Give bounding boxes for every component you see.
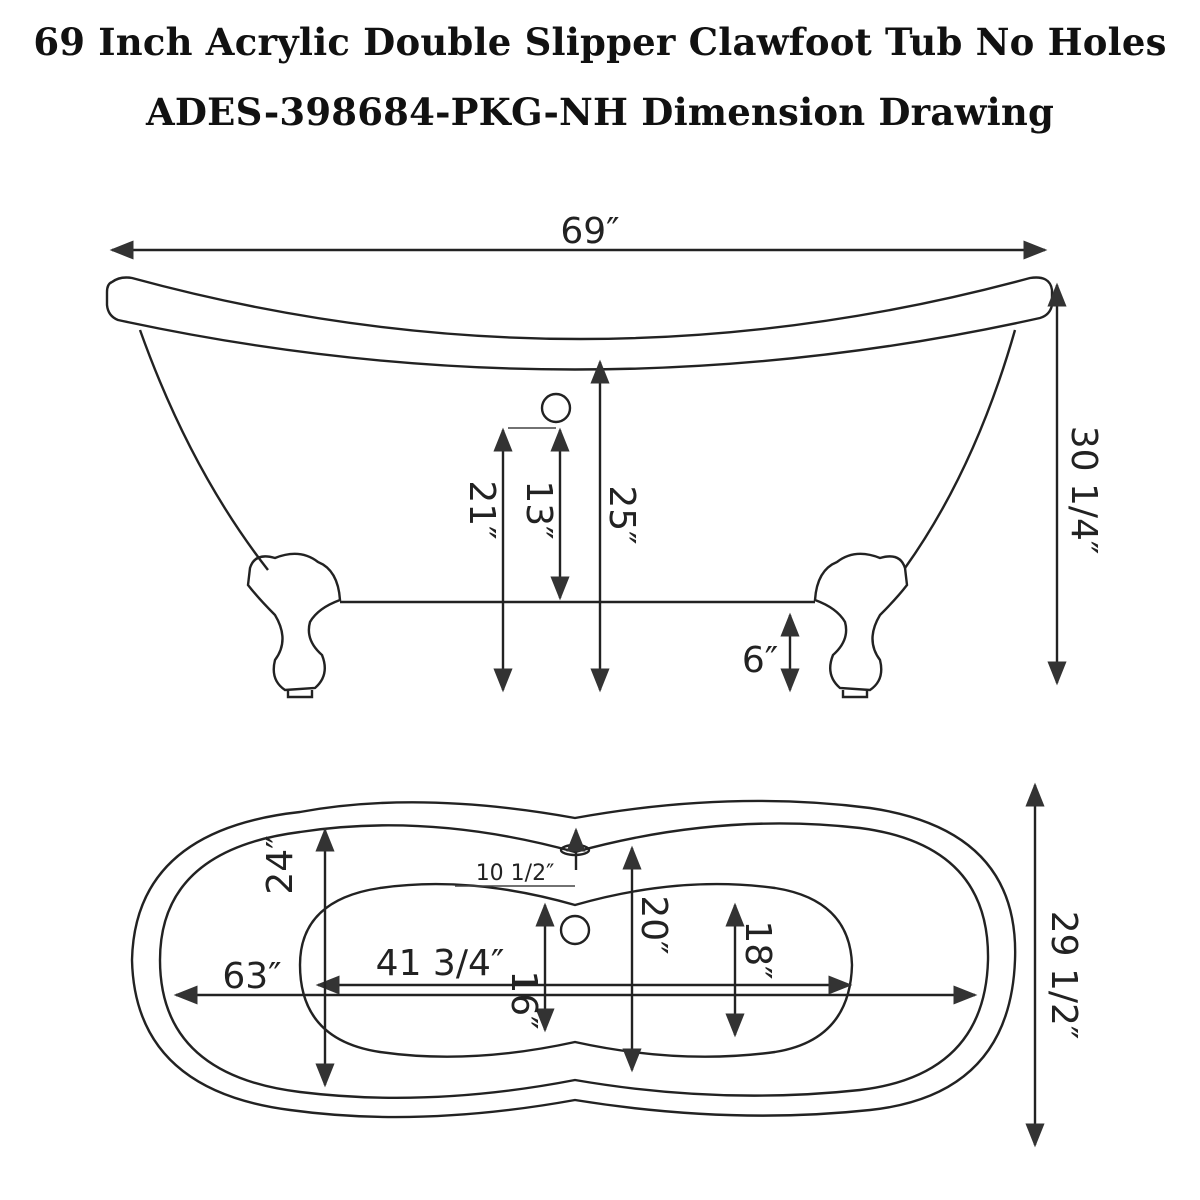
label-inner-width-end: 18″ xyxy=(737,920,778,979)
side-view: 69″ 21″ 13″ 25″ 6″ 30 1/4″ xyxy=(105,211,1104,699)
label-inner-length: 41 3/4″ xyxy=(376,943,505,984)
title-line-2: ADES-398684-PKG-NH Dimension Drawing xyxy=(145,90,1055,134)
label-height: 30 1/4″ xyxy=(1063,426,1104,555)
top-view: 63″ 41 3/4″ 24″ 10 1/2″ 16″ 20″ 18″ 29 1… xyxy=(130,782,1084,1148)
label-drain-offset: 16″ xyxy=(503,970,544,1029)
label-overall-width: 29 1/2″ xyxy=(1043,911,1084,1040)
label-outer-length: 63″ xyxy=(222,956,281,997)
label-length: 69″ xyxy=(560,211,619,252)
overflow-icon xyxy=(540,392,572,424)
label-inner-width-center: 20″ xyxy=(633,895,674,954)
tub-outline-outer xyxy=(130,799,1017,1119)
label-overflow-bottom: 13″ xyxy=(518,480,559,539)
label-rim-width: 24″ xyxy=(260,835,301,894)
clawfoot-right xyxy=(813,552,909,699)
title-line-1: 69 Inch Acrylic Double Slipper Clawfoot … xyxy=(33,20,1167,64)
label-rim-height: 25″ xyxy=(601,485,642,544)
tub-body-right xyxy=(904,329,1017,569)
label-clearance: 6″ xyxy=(742,640,778,681)
tub-body-left xyxy=(138,329,269,571)
tub-rim xyxy=(105,276,1054,371)
drain-icon xyxy=(559,914,591,946)
clawfoot-left xyxy=(246,552,342,699)
tub-outline-rim xyxy=(158,822,990,1100)
label-overflow-floor: 21″ xyxy=(461,480,502,539)
label-overflow-offset: 10 1/2″ xyxy=(476,861,555,886)
